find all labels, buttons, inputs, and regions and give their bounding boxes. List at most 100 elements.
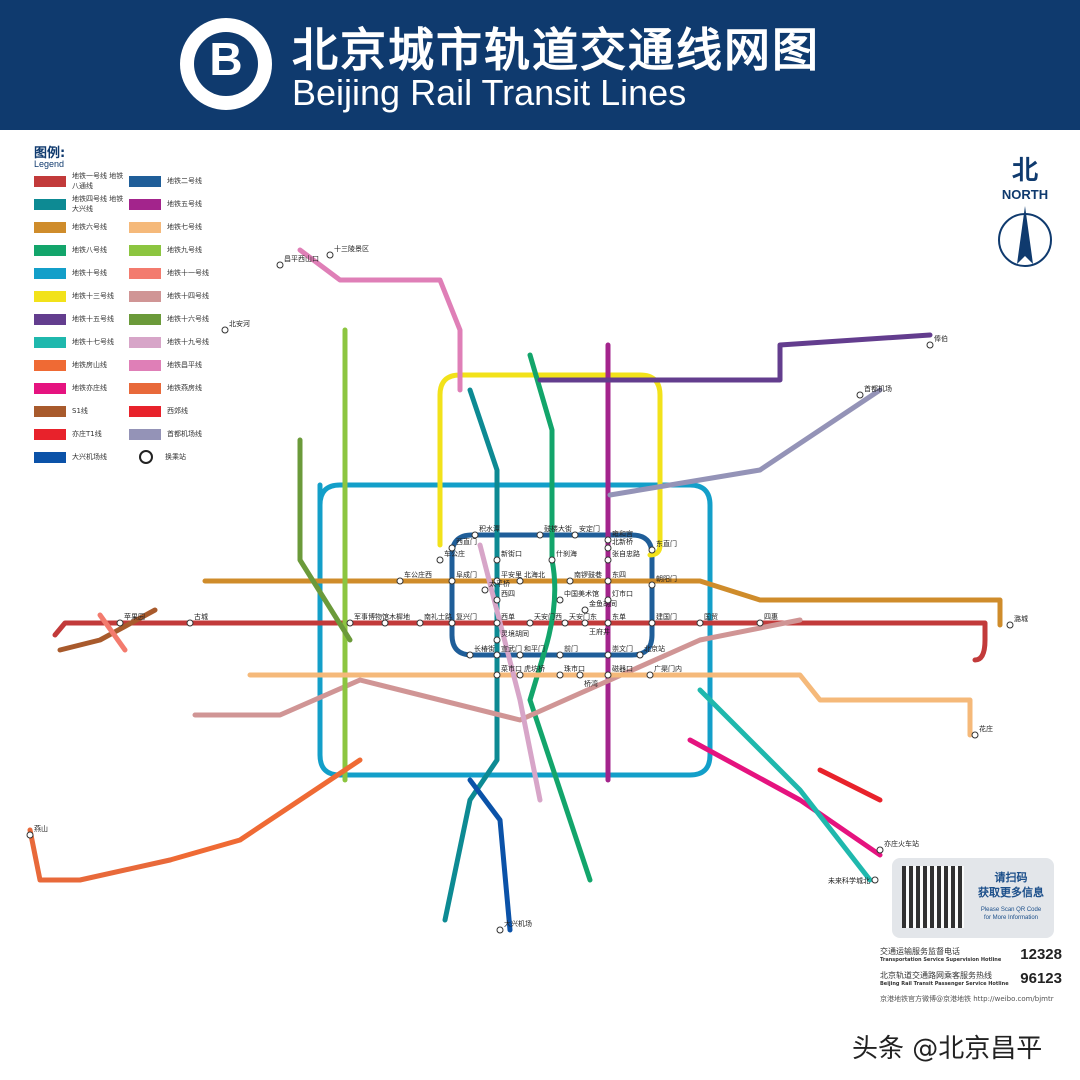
station-marker[interactable]: [493, 596, 501, 604]
station-marker[interactable]: [466, 651, 474, 659]
station-marker[interactable]: [381, 619, 389, 627]
line-14[interactable]: [192, 617, 803, 723]
station-label[interactable]: 菜市口: [501, 664, 522, 673]
station-marker[interactable]: [576, 671, 584, 679]
weibo-link[interactable]: 京港地铁官方微博@京港地铁 http://weibo.com/bjmtr: [880, 995, 1054, 1003]
station-label[interactable]: 天安门东: [569, 612, 597, 621]
station-label[interactable]: 磁器口: [612, 664, 633, 673]
station-marker[interactable]: [696, 619, 704, 627]
station-marker[interactable]: [604, 619, 612, 627]
station-marker[interactable]: [471, 531, 479, 539]
station-label[interactable]: 崇文门: [612, 644, 633, 653]
station-marker[interactable]: [448, 619, 456, 627]
station-marker[interactable]: [556, 651, 564, 659]
station-label[interactable]: 首都机场: [864, 384, 892, 393]
station-label[interactable]: 亦庄火车站: [884, 839, 919, 848]
station-label[interactable]: 复兴门: [456, 612, 477, 621]
station-marker[interactable]: [186, 619, 194, 627]
station-marker[interactable]: [536, 531, 544, 539]
station-label[interactable]: 昌平西山口: [284, 254, 319, 263]
line-yanfang[interactable]: [27, 827, 173, 883]
station-label[interactable]: 和平门: [524, 644, 545, 653]
station-marker[interactable]: [561, 619, 569, 627]
station-marker[interactable]: [636, 651, 644, 659]
station-marker[interactable]: [876, 846, 884, 854]
station-marker[interactable]: [604, 536, 612, 544]
station-marker[interactable]: [648, 581, 656, 589]
station-marker[interactable]: [604, 544, 612, 552]
line-fangshan[interactable]: [167, 757, 363, 863]
station-label[interactable]: 东直门: [656, 539, 677, 548]
station-marker[interactable]: [516, 577, 524, 585]
line-15[interactable]: [537, 332, 933, 383]
station-label[interactable]: 新街口: [501, 549, 522, 558]
line-yizhuang-t1[interactable]: [817, 767, 883, 803]
station-label[interactable]: 车公庄: [444, 549, 465, 558]
station-label[interactable]: 北安河: [229, 319, 250, 328]
station-marker[interactable]: [604, 596, 612, 604]
line-2[interactable]: [449, 532, 655, 658]
station-marker[interactable]: [116, 619, 124, 627]
station-label[interactable]: 西单: [501, 612, 515, 621]
qr-code[interactable]: [902, 866, 964, 928]
station-label[interactable]: 中国美术馆: [564, 589, 599, 598]
station-label[interactable]: 灵境胡同: [501, 629, 529, 638]
station-label[interactable]: 北京站: [644, 644, 665, 653]
station-label[interactable]: 俸伯: [934, 334, 948, 343]
station-marker[interactable]: [566, 577, 574, 585]
station-label[interactable]: 灯市口: [612, 589, 633, 598]
station-marker[interactable]: [756, 619, 764, 627]
station-marker[interactable]: [481, 586, 489, 594]
station-label[interactable]: 宣武门: [501, 644, 522, 653]
station-label[interactable]: 国贸: [704, 612, 718, 621]
station-label[interactable]: 大兴机场: [504, 919, 532, 928]
line-16[interactable]: [297, 437, 353, 643]
station-label[interactable]: 燕山: [34, 824, 48, 833]
station-label[interactable]: 十三陵景区: [334, 244, 369, 253]
station-label[interactable]: 长椿街: [474, 644, 495, 653]
station-marker[interactable]: [646, 671, 654, 679]
station-marker[interactable]: [648, 619, 656, 627]
station-marker[interactable]: [326, 251, 334, 259]
station-label[interactable]: 木樨地: [389, 612, 410, 621]
station-marker[interactable]: [571, 531, 579, 539]
station-marker[interactable]: [1006, 621, 1014, 629]
station-marker[interactable]: [526, 619, 534, 627]
station-label[interactable]: 南礼士路: [424, 612, 452, 621]
station-marker[interactable]: [604, 556, 612, 564]
station-label[interactable]: 前门: [564, 644, 578, 653]
line-7[interactable]: [247, 672, 973, 738]
station-label[interactable]: 雍和宫: [612, 529, 633, 538]
station-marker[interactable]: [971, 731, 979, 739]
station-marker[interactable]: [648, 546, 656, 554]
line-11[interactable]: [97, 612, 128, 653]
station-label[interactable]: 安定门: [579, 524, 600, 533]
station-marker[interactable]: [493, 671, 501, 679]
station-label[interactable]: 北新桥: [612, 537, 633, 546]
line-s1[interactable]: [57, 607, 158, 653]
station-marker[interactable]: [604, 671, 612, 679]
station-label[interactable]: 南锣鼓巷: [574, 570, 602, 579]
station-marker[interactable]: [556, 596, 564, 604]
station-label[interactable]: 车公庄西: [404, 570, 432, 579]
station-label[interactable]: 天安门西: [534, 612, 562, 621]
station-marker[interactable]: [493, 651, 501, 659]
station-label[interactable]: 军事博物馆: [354, 612, 389, 621]
line-changping[interactable]: [297, 247, 463, 393]
station-label[interactable]: 珠市口: [564, 664, 585, 673]
line-4[interactable]: [442, 387, 500, 923]
station-label[interactable]: 虎坊桥: [524, 664, 545, 673]
station-label[interactable]: 平安里: [501, 570, 522, 579]
station-marker[interactable]: [496, 926, 504, 934]
station-marker[interactable]: [493, 636, 501, 644]
station-label[interactable]: 广渠门内: [654, 664, 682, 673]
station-marker[interactable]: [548, 556, 556, 564]
line-yizhuang[interactable]: [687, 737, 883, 858]
station-label[interactable]: 积水潭: [479, 524, 500, 533]
line-daxing-airport[interactable]: [467, 777, 513, 933]
station-label[interactable]: 什刹海: [556, 549, 577, 558]
station-label[interactable]: 西直门: [456, 537, 477, 546]
station-marker[interactable]: [448, 544, 456, 552]
station-label[interactable]: 鼓楼大街: [544, 524, 572, 533]
line-17[interactable]: [697, 687, 873, 883]
